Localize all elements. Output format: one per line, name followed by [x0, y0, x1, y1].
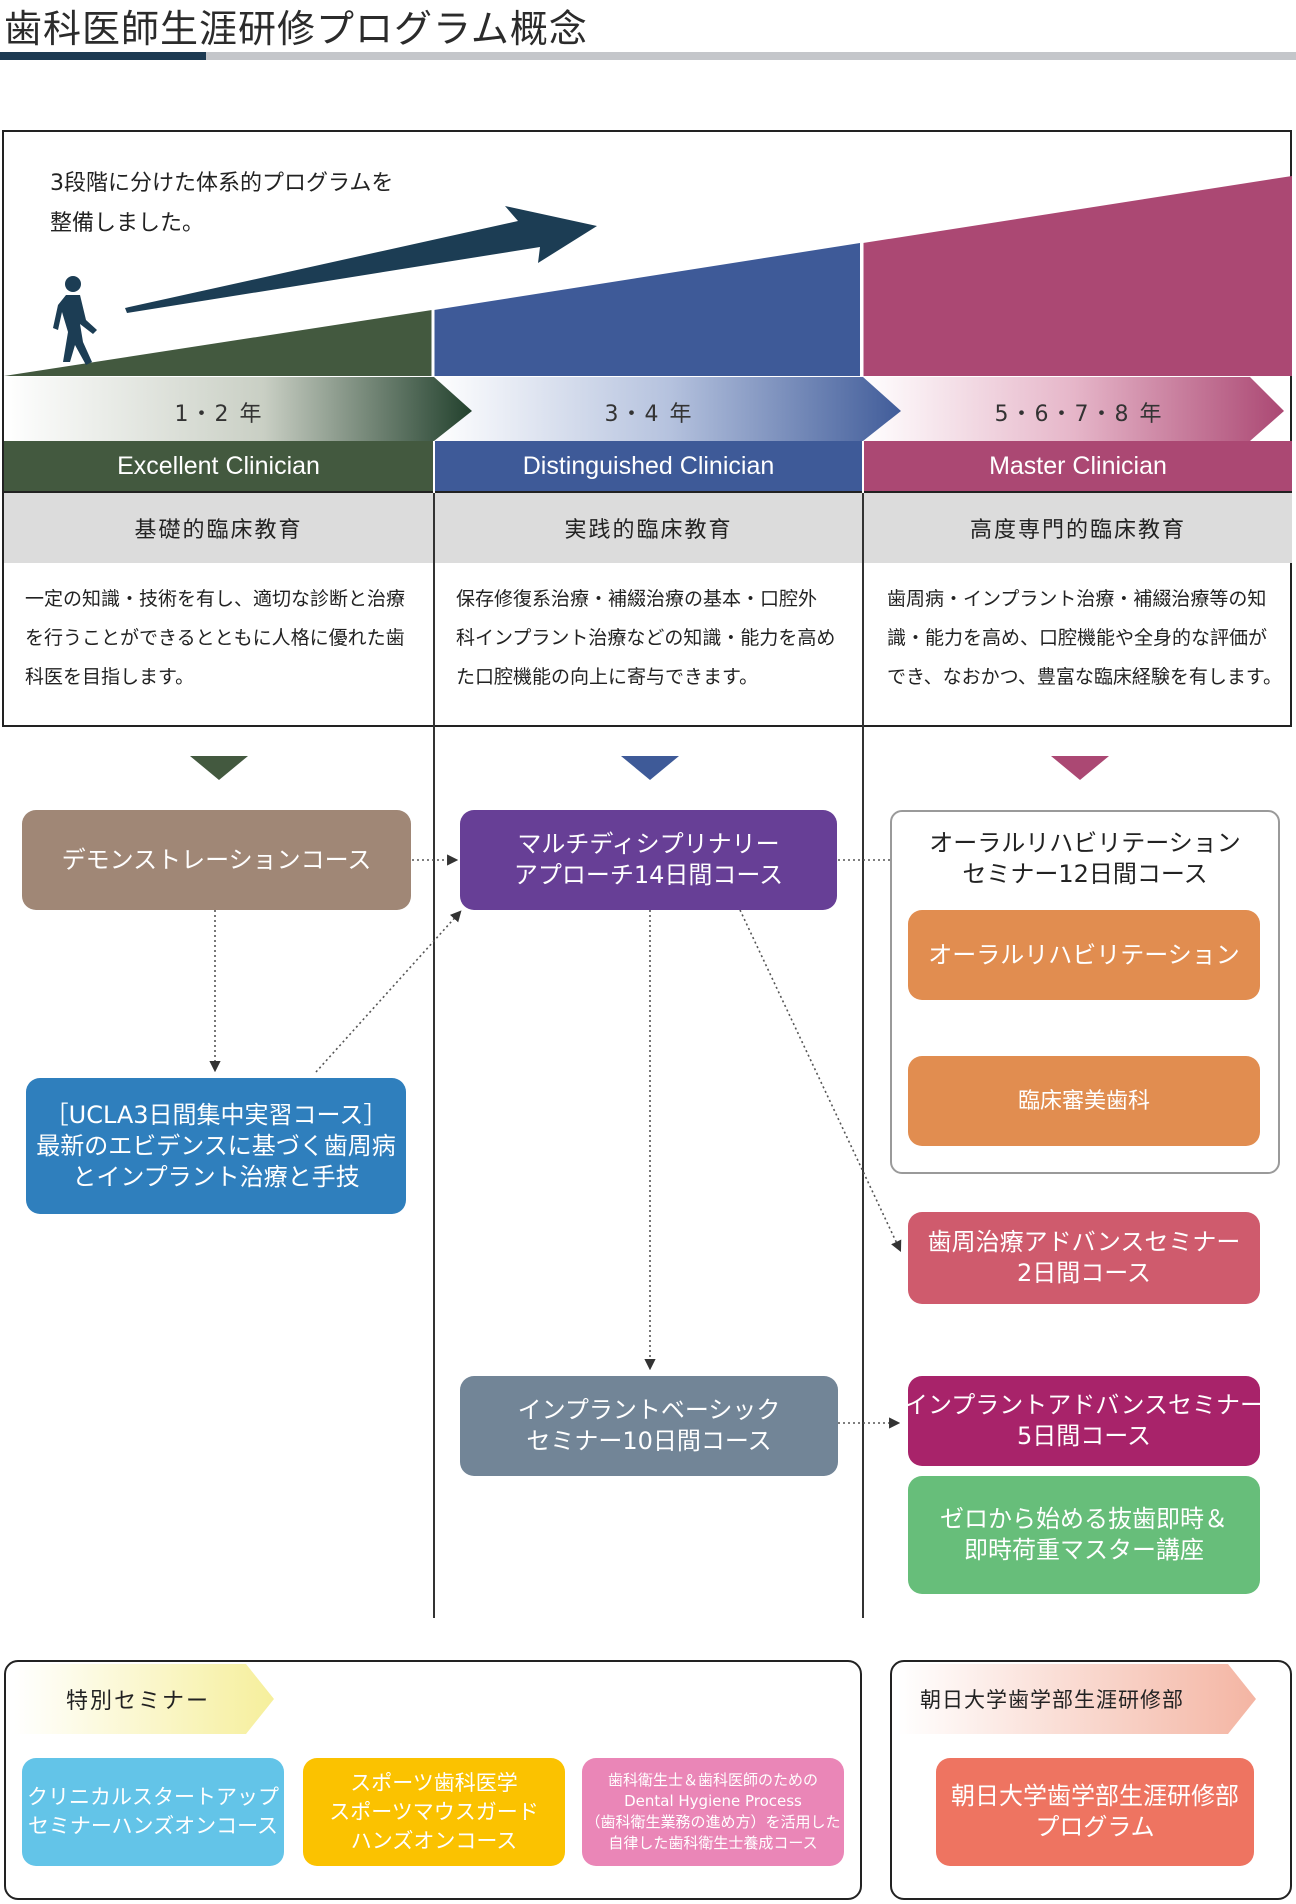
title-underline-accent [0, 52, 206, 60]
stage-years: 3・4 年 [604, 402, 694, 427]
walking-person-icon [53, 276, 97, 365]
years-arrow-1 [4, 377, 476, 441]
title-underline [206, 52, 1296, 60]
down-triangle-2 [621, 756, 679, 780]
stages-panel [2, 130, 1292, 727]
asahi-university-label: 朝日大学歯学部生涯研修部 [920, 1688, 1184, 1712]
down-triangle-1 [190, 756, 248, 780]
column-divider [433, 493, 435, 1618]
oral-rehab-course[interactable]: オーラルリハビリテーション [908, 910, 1260, 1000]
years-arrow-3 [863, 377, 1284, 441]
column-divider [862, 493, 864, 1618]
demonstration-course[interactable]: デモンストレーションコース [22, 810, 411, 910]
stage-description: 保存修復系治療・補綴治療の基本・口腔外科インプラント治療などの知識・能力を高めた… [456, 588, 836, 688]
stage-name-master: Master Clinician [864, 441, 1292, 493]
stage-description: 一定の知識・技術を有し、適切な診断と治療を行うことができるとともに人格に優れた歯… [25, 588, 406, 688]
stage-description: 歯周病・インプラント治療・補綴治療等の知識・能力を高め、口腔機能や全身的な評価が… [887, 588, 1283, 688]
asahi-university-tag [898, 1664, 1256, 1734]
stage-education: 基礎的臨床教育 [4, 493, 433, 563]
special-seminar-tag [14, 1664, 274, 1734]
extraction-immediate-loading-course[interactable]: ゼロから始める抜歯即時＆即時荷重マスター講座 [908, 1476, 1260, 1594]
clinical-esthetic-course[interactable]: 臨床審美歯科 [908, 1056, 1260, 1146]
flow-connectors [190, 756, 1109, 1429]
stage-years: 5・6・7・8 年 [994, 402, 1164, 427]
special-seminar-label: 特別セミナー [66, 1689, 211, 1714]
multidisciplinary-course[interactable]: マルチディシプリナリーアプローチ14日間コース [460, 810, 837, 910]
page-title: 歯科医師生涯研修プログラム概念 [4, 7, 588, 51]
stage-name-distinguished: Distinguished Clinician [435, 441, 862, 493]
stage-graphic [4, 176, 1292, 441]
ucla-course[interactable]: ［UCLA3日間集中実習コース］最新のエビデンスに基づく歯周病とインプラント治療… [26, 1078, 406, 1214]
down-triangle-3 [1051, 756, 1109, 780]
oral-rehab-seminar-title: オーラルリハビリテーションセミナー12日間コース [929, 829, 1241, 888]
stage-education: 実践的臨床教育 [435, 493, 862, 563]
years-arrow-2 [434, 377, 906, 441]
step-distinguished [434, 243, 860, 376]
intro-text: 3段階に分けた体系的プログラムを整備しました。 [50, 171, 394, 236]
clinical-startup-course[interactable]: クリニカルスタートアップセミナーハンズオンコース [22, 1758, 284, 1866]
stage-education: 高度専門的臨床教育 [864, 493, 1292, 563]
progress-arrow [125, 206, 597, 313]
asahi-program-button[interactable]: 朝日大学歯学部生涯研修部プログラム [936, 1758, 1254, 1866]
sports-dentistry-course[interactable]: スポーツ歯科医学スポーツマウスガードハンズオンコース [303, 1758, 565, 1866]
stage-name-excellent: Excellent Clinician [4, 441, 433, 493]
stage-years: 1・2 年 [174, 402, 264, 427]
step-master [863, 176, 1292, 376]
implant-basic-course[interactable]: インプラントベーシックセミナー10日間コース [460, 1376, 838, 1476]
step-excellent [4, 310, 432, 376]
